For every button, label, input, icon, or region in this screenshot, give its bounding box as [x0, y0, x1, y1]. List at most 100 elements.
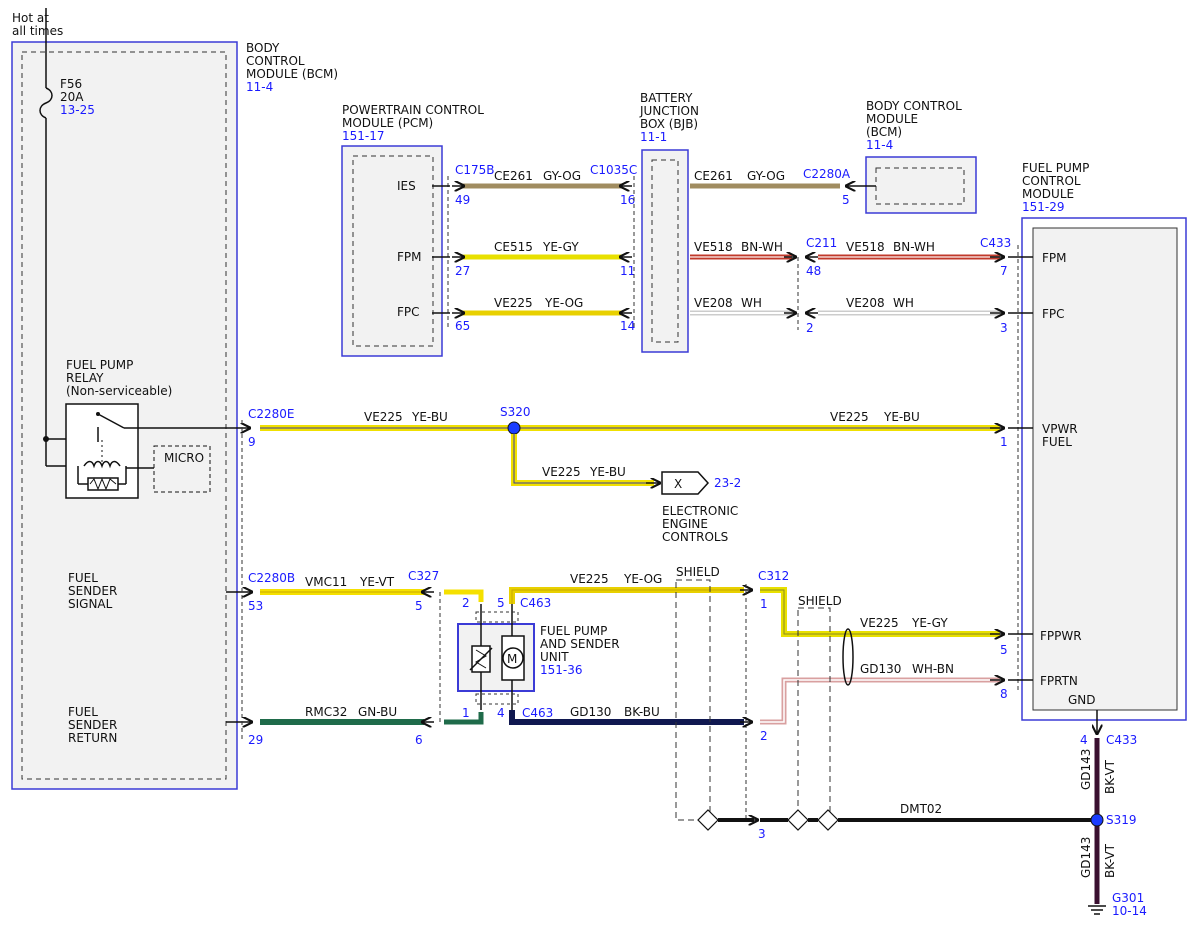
wire-ve225-pcm-color: YE-OG	[544, 296, 583, 310]
bcm-left-name-line2: CONTROL	[246, 54, 305, 68]
bcm-right-name-line1: BODY CONTROL	[866, 99, 962, 113]
pin-3-dmt02: 3	[758, 827, 766, 841]
fpcm-pin-fppwr: FPPWR	[1040, 629, 1082, 643]
fuse-ref: 13-25	[60, 103, 95, 117]
wire-vmc11-color: YE-VT	[359, 575, 395, 589]
pcm-inner-dashed	[352, 155, 434, 347]
bcm-left-name-line3: MODULE (BCM)	[246, 67, 338, 81]
wire-gd130-whbn-color: WH-BN	[912, 662, 954, 676]
fuel-sender-signal-line1: FUEL	[68, 571, 98, 585]
wire-ve225-yebu-right-color: YE-BU	[883, 410, 920, 424]
relay-feed-junction	[43, 436, 49, 442]
wire-gd143-bottom-color: BK-VT	[1103, 843, 1117, 878]
pump-connector-dash-bottom	[475, 693, 519, 705]
fpcm-name-line2: CONTROL	[1022, 174, 1081, 188]
fpcm-name-line3: MODULE	[1022, 187, 1074, 201]
shield-1-drain-icon	[697, 809, 719, 831]
pin-2-c312: 2	[760, 729, 768, 743]
wire-rmc32-code: RMC32	[305, 705, 347, 719]
bcm-right-box	[865, 156, 977, 214]
pin-5-bcm: 5	[842, 193, 850, 207]
wire-ce261-right-color: GY-OG	[747, 169, 785, 183]
connector-c2280e: C2280E	[248, 407, 295, 421]
pcm-pin-fpc: FPC	[397, 305, 420, 319]
wire-ve225-yebu-branch-color: YE-BU	[589, 465, 626, 479]
wire-ve208-b-color: WH	[893, 296, 914, 310]
wire-gd130-bkbu	[509, 710, 744, 725]
wire-ve225-yebu-branch-code: VE225	[542, 465, 581, 479]
wire-dmt02-label: DMT02	[900, 802, 942, 816]
wire-ve225-yebu-right-code: VE225	[830, 410, 869, 424]
pin-8: 8	[1000, 687, 1008, 701]
eec-symbol: X	[674, 477, 682, 491]
twisted-pair-icon	[842, 628, 854, 686]
pump-name-line1: FUEL PUMP	[540, 624, 607, 638]
pin-2-pump: 2	[462, 596, 470, 610]
relay-resistor-zigzag	[89, 477, 117, 491]
fuel-sender-return-line3: RETURN	[68, 731, 117, 745]
pin-2-c211: 2	[806, 321, 814, 335]
wire-rmc32-color: GN-BU	[358, 705, 397, 719]
connector-c1035c: C1035C	[590, 163, 637, 177]
eec-label-line3: CONTROLS	[662, 530, 728, 544]
relay-label-line1: FUEL PUMP	[66, 358, 133, 372]
pin-1-pump: 1	[462, 706, 470, 720]
shield-2-box	[797, 607, 831, 821]
wire-gd143-top-code: GD143	[1079, 749, 1093, 790]
wire-ve518-a-color: BN-WH	[741, 240, 783, 254]
wire-ve225-yebu-branch	[511, 434, 654, 486]
bjb-inner-dashed	[651, 159, 679, 343]
connector-c2280a: C2280A	[803, 167, 851, 181]
fuse-icon	[39, 87, 53, 119]
fuel-sender-signal-line3: SIGNAL	[68, 597, 113, 611]
pin-3: 3	[1000, 321, 1008, 335]
eec-connector-icon	[661, 471, 710, 495]
fuel-sender-signal-line2: SENDER	[68, 584, 117, 598]
wire-gd143-bottom-code: GD143	[1079, 837, 1093, 878]
fpcm-pin-gnd: GND	[1068, 693, 1096, 707]
pcm-ref: 151-17	[342, 129, 385, 143]
wire-gd130-whbn-code: GD130	[860, 662, 901, 676]
fpcm-inner	[1032, 227, 1178, 711]
pin-27: 27	[455, 264, 470, 278]
pin-5-c327: 5	[415, 599, 423, 613]
wire-gd130-whbn	[760, 677, 1000, 725]
wire-ve518-a-code: VE518	[694, 240, 733, 254]
relay-resistor-icon	[87, 477, 119, 491]
splice-s320	[507, 421, 521, 435]
wire-vmc11-pump	[444, 589, 484, 602]
wire-rmc32-pump	[444, 712, 484, 725]
fuel-sender-wiper	[469, 647, 493, 671]
wire-ve225-yegy-code: VE225	[860, 616, 899, 630]
pump-name-line2: AND SENDER	[540, 637, 620, 651]
splice-s319-label: S319	[1106, 813, 1137, 827]
wire-ce261-left-code: CE261	[494, 169, 533, 183]
shield-1-label: SHIELD	[676, 565, 720, 579]
fuse-rating: 20A	[60, 90, 84, 104]
wire-ve208-b-code: VE208	[846, 296, 885, 310]
relay-switch-pivot	[96, 412, 100, 416]
wire-ce261-left-color: GY-OG	[543, 169, 581, 183]
bjb-name-line2: JUNCTION	[639, 104, 699, 118]
fuel-sender-return-line2: SENDER	[68, 718, 117, 732]
pin-1-c312: 1	[760, 597, 768, 611]
fpcm-pin-fuel: FUEL	[1042, 435, 1072, 449]
pin-9: 9	[248, 435, 256, 449]
wire-ce261-right-code: CE261	[694, 169, 733, 183]
splice-s320-label: S320	[500, 405, 531, 419]
wire-ve225-yeog-color: YE-OG	[623, 572, 662, 586]
pin-7: 7	[1000, 264, 1008, 278]
pin-14: 14	[620, 319, 635, 333]
bjb-box	[641, 149, 689, 353]
connector-c463-top: C463	[520, 596, 551, 610]
pin-11: 11	[620, 264, 635, 278]
ground-g301-label: G301	[1112, 891, 1144, 905]
wire-ve208-a-code: VE208	[694, 296, 733, 310]
pin-48: 48	[806, 264, 821, 278]
wire-ve225-yebu-left-code: VE225	[364, 410, 403, 424]
pin-49: 49	[455, 193, 470, 207]
pin-53: 53	[248, 599, 263, 613]
fpcm-ref: 151-29	[1022, 200, 1065, 214]
fpcm-name-line1: FUEL PUMP	[1022, 161, 1089, 175]
wire-ve225-pcm-code: VE225	[494, 296, 533, 310]
